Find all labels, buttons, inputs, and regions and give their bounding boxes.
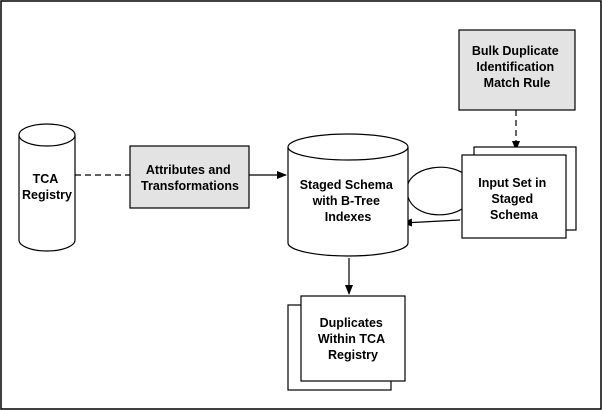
node-bulk-rule: Bulk Duplicate Identification Match Rule	[458, 29, 576, 111]
node-input-set: Input Set in Staged Schema	[461, 146, 577, 239]
node-staged-schema: Staged Schema with B-Tree Indexes	[287, 133, 409, 257]
input-set-label-line-2: Staged	[491, 192, 533, 206]
edge-inputset-to-staged	[402, 218, 461, 227]
staged-schema-label-line-2: with B-Tree	[312, 194, 380, 208]
tca-registry-label-line-1: TCA	[33, 172, 59, 186]
attributes-label-line-1: Attributes and	[146, 163, 231, 177]
duplicates-label-line-2: Within TCA	[318, 332, 385, 346]
input-set-label-line-1: Input Set in	[478, 176, 546, 190]
attributes-label-line-2: Transformations	[141, 179, 239, 193]
staged-schema-label-line-1: Staged Schema	[300, 178, 394, 192]
svg-text:Input Set in Staged: Input Set in Staged Schema	[478, 176, 550, 222]
bulk-rule-label-line-2: Identification	[476, 60, 554, 74]
bulk-rule-label-line-1: Bulk Duplicate	[472, 44, 559, 58]
svg-text:Bulk Duplicate Identific: Bulk Duplicate Identification Match Rule	[472, 44, 562, 90]
bulk-rule-label-line-3: Match Rule	[484, 76, 551, 90]
node-tca-registry: TCA Registry	[18, 123, 76, 252]
svg-text:TCA Registry: TCA Registry	[22, 172, 72, 202]
duplicates-label-line-1: Duplicates	[320, 316, 383, 330]
svg-text:Duplicates Within TCA: Duplicates Within TCA Registry	[318, 316, 388, 362]
node-duplicates: Duplicates Within TCA Registry	[287, 295, 406, 391]
svg-text:Staged Schema with B-Tre: Staged Schema with B-Tree Indexes	[300, 178, 397, 224]
tca-registry-label-line-2: Registry	[22, 188, 72, 202]
staged-schema-label-line-3: Indexes	[325, 210, 372, 224]
input-set-label-line-3: Schema	[490, 208, 539, 222]
svg-text:Attributes and Transform: Attributes and Transformations	[141, 163, 239, 193]
node-attributes-transformations: Attributes and Transformations	[129, 145, 250, 209]
duplicates-label-line-3: Registry	[328, 348, 378, 362]
